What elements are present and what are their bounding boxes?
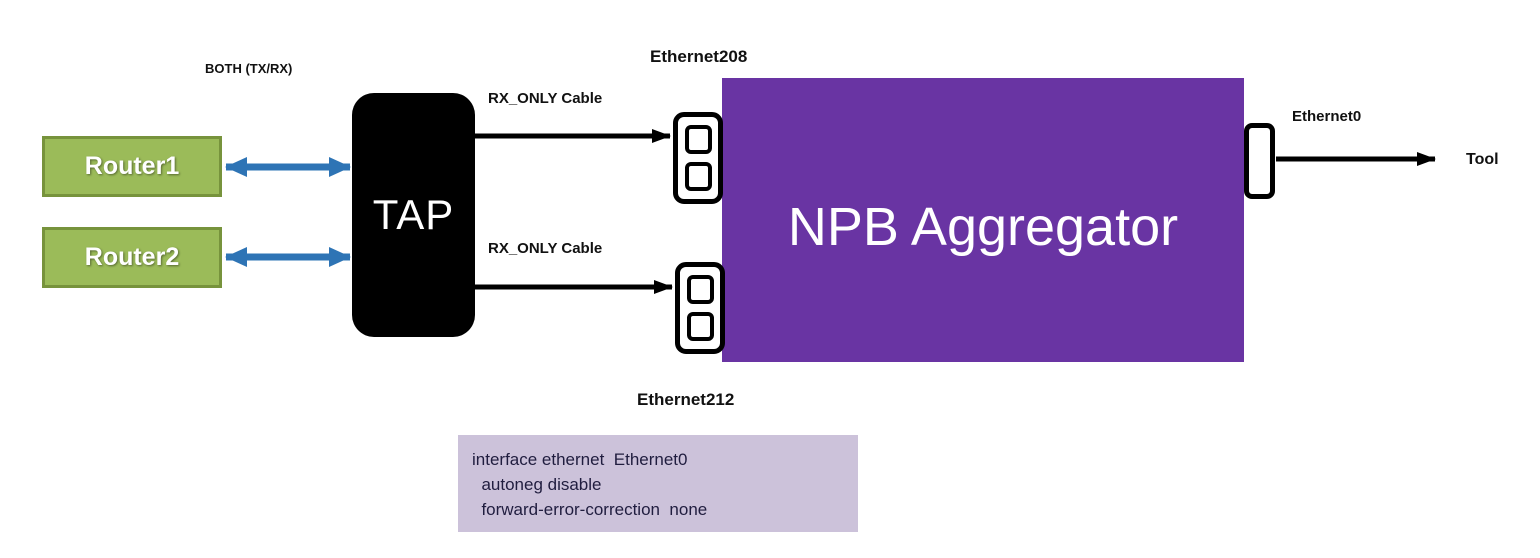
npb-aggregator-node: NPB Aggregator — [722, 78, 1244, 362]
ethernet212-port-icon — [675, 262, 725, 354]
tap-label: TAP — [372, 191, 455, 238]
router1-node: Router1 — [42, 136, 222, 197]
both-txrx-label: BOTH (TX/RX) — [205, 61, 293, 76]
ethernet212-label: Ethernet212 — [637, 390, 735, 409]
config-line: interface ethernet Ethernet0 — [472, 450, 688, 469]
port-cell — [686, 275, 714, 304]
router1-label: Router1 — [84, 152, 180, 180]
ethernet0-label: Ethernet0 — [1292, 108, 1362, 125]
rx-only-cable-top-label: RX_ONLY Cable — [488, 90, 603, 107]
port-cell — [684, 162, 712, 191]
router2-label: Router2 — [84, 243, 180, 271]
port-cell — [684, 125, 712, 154]
npb-aggregator-label: NPB Aggregator — [787, 197, 1179, 257]
tool-label: Tool — [1466, 151, 1499, 168]
tap-node: TAP — [352, 93, 475, 337]
port-cell — [686, 312, 714, 341]
config-line: autoneg disable — [472, 475, 602, 494]
ethernet0-port-icon — [1244, 123, 1275, 199]
ethernet208-port-icon — [673, 112, 723, 204]
ethernet208-label: Ethernet208 — [650, 47, 748, 66]
config-line: forward-error-correction none — [472, 500, 708, 519]
interface-config-box: interface ethernet Ethernet0 autoneg dis… — [458, 435, 858, 532]
router2-node: Router2 — [42, 227, 222, 288]
rx-only-cable-bottom-label: RX_ONLY Cable — [488, 240, 603, 257]
